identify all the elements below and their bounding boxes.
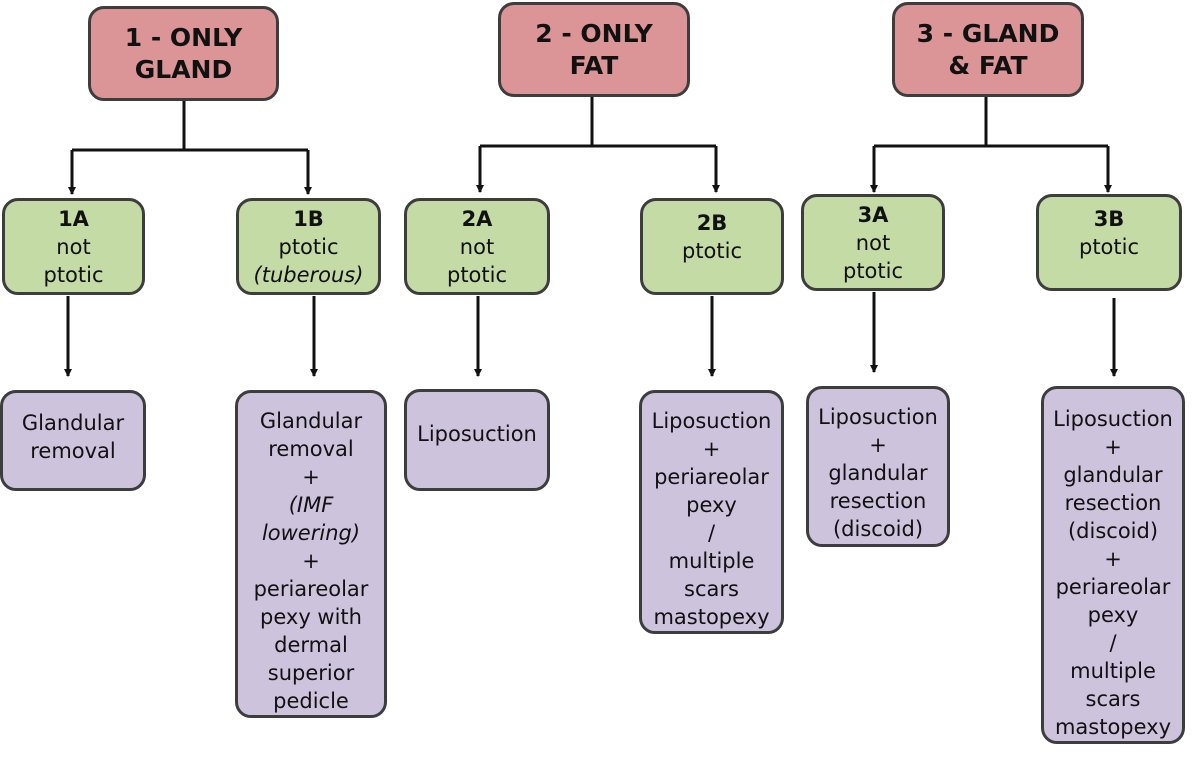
treatment-line: + (1104, 435, 1122, 459)
treatment-line: resection (1064, 491, 1162, 515)
category-1-title-line-1: 1 - ONLY (124, 22, 243, 52)
treatment-node-3b: Liposuction + glandular resection (disco… (1041, 386, 1185, 744)
treatment-line: periareolar (654, 465, 769, 489)
subtype-1a-desc-line: not (56, 234, 91, 259)
subtype-node-2b: 2B ptotic (640, 198, 784, 295)
subtype-node-1a: 1A not ptotic (2, 198, 145, 295)
treatment-line: + (302, 465, 320, 489)
subtype-1b-code: 1B (293, 206, 324, 231)
treatment-line: (discoid) (832, 517, 924, 541)
group-2-split-connector (480, 96, 716, 192)
treatment-line: scars (684, 577, 739, 601)
treatment-line: glandular (1063, 463, 1163, 487)
subtype-node-3b: 3B ptotic (1036, 194, 1182, 291)
subtype-3b-desc-line: ptotic (1078, 235, 1140, 259)
treatment-line: removal (268, 437, 354, 461)
subtype-1b-desc-line: (tuberous) (253, 262, 364, 287)
subtype-1a-desc-line: ptotic (43, 262, 104, 287)
category-2-title-line-2: FAT (569, 50, 619, 80)
treatment-line: pedicle (273, 689, 349, 713)
treatment-line: (discoid) (1067, 519, 1159, 543)
treatment-line: dermal (274, 633, 348, 657)
connector-lines (64, 96, 1118, 377)
subtype-3a-desc-line: ptotic (842, 258, 904, 283)
treatment-line: Liposuction (818, 405, 938, 429)
category-node-1: 1 - ONLY GLAND (88, 6, 279, 101)
treatment-line: mastopexy (1054, 715, 1172, 739)
subtype-node-1b: 1B ptotic (tuberous) (236, 198, 381, 295)
treatment-line: Liposuction (417, 422, 537, 446)
treatment-line: pexy (1087, 603, 1139, 627)
subtype-2a-desc-line: ptotic (446, 262, 508, 287)
treatment-line: Liposuction (651, 409, 772, 433)
subtype-1b-desc-line: ptotic (278, 234, 339, 259)
treatment-line: + (1104, 547, 1122, 571)
category-2-title-line-1: 2 - ONLY (535, 18, 653, 48)
treatment-line: pexy (686, 493, 737, 517)
treatment-line: (IMF (288, 493, 334, 517)
treatment-line: + (869, 433, 887, 457)
treatment-node-2b: Liposuction + periareolar pexy / multipl… (639, 390, 784, 634)
subtype-2b-code: 2B (696, 211, 728, 235)
treatment-line: periareolar (1055, 575, 1171, 599)
treatment-line: / (1109, 631, 1117, 655)
subtype-1a-code: 1A (58, 206, 89, 231)
treatment-line: removal (30, 439, 116, 463)
group-3-split-connector (874, 96, 1108, 192)
treatment-line: / (707, 521, 716, 545)
category-3-title-line-2: & FAT (948, 50, 1028, 80)
subtype-3a-desc-line: not (855, 230, 891, 255)
treatment-line: pexy with (260, 605, 362, 629)
treatment-line: mastopexy (653, 605, 770, 629)
treatment-line: + (702, 437, 721, 461)
treatment-line: + (302, 549, 320, 573)
subtype-3a-code: 3A (857, 202, 889, 227)
subtype-node-3a: 3A not ptotic (801, 194, 945, 291)
subtype-3b-code: 3B (1093, 207, 1125, 231)
subtype-2a-code: 2A (461, 206, 493, 231)
treatment-line: Glandular (21, 411, 125, 435)
treatment-line: resection (829, 489, 927, 513)
treatment-line: periareolar (253, 577, 369, 601)
treatment-node-1b: Glandular removal + (IMF lowering) + per… (235, 390, 387, 718)
treatment-line: scars (1085, 687, 1141, 711)
category-node-3: 3 - GLAND & FAT (892, 2, 1084, 97)
treatment-node-2a: Liposuction (404, 389, 550, 491)
treatment-line: glandular (828, 461, 928, 485)
treatment-line: multiple (668, 549, 755, 573)
subtype-2b-desc-line: ptotic (681, 239, 743, 263)
subtype-2a-desc-line: not (459, 234, 495, 259)
treatment-node-1a: Glandular removal (0, 390, 146, 491)
category-1-title-line-2: GLAND (134, 54, 233, 84)
treatment-line: multiple (1070, 659, 1156, 683)
treatment-line: Glandular (259, 409, 363, 433)
treatment-line: lowering) (261, 521, 361, 545)
category-3-title-line-1: 3 - GLAND (916, 18, 1060, 48)
category-node-2: 2 - ONLY FAT (498, 2, 690, 97)
treatment-line: Liposuction (1053, 407, 1173, 431)
group-1-split-connector (70, 100, 308, 194)
subtype-node-2a: 2A not ptotic (404, 198, 550, 295)
treatment-node-3a: Liposuction + glandular resection (disco… (806, 386, 950, 547)
treatment-line: superior (267, 661, 355, 685)
